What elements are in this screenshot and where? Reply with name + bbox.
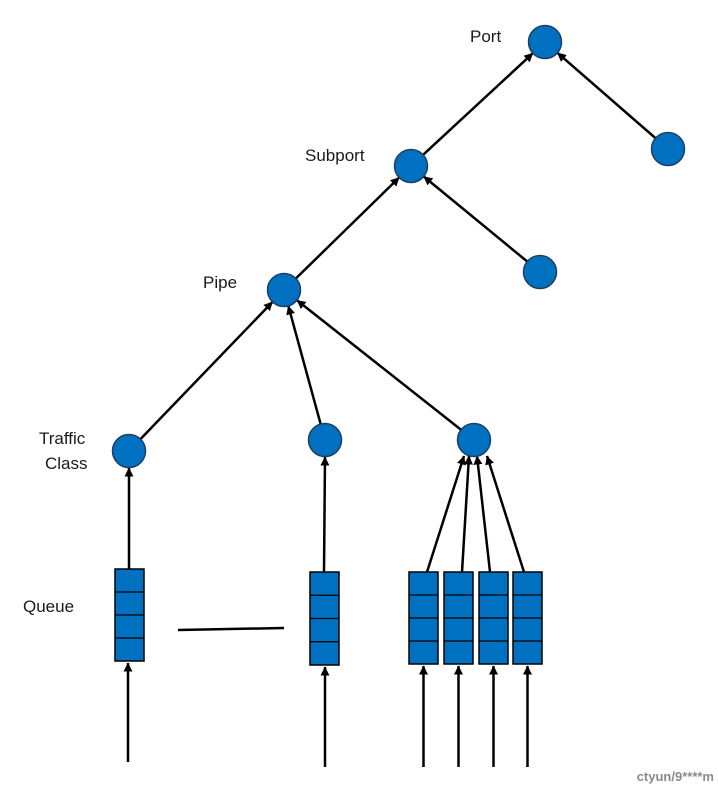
traffic-class-label-line2: Class bbox=[45, 454, 88, 473]
pipe-node-2 bbox=[522, 254, 558, 290]
traffic-class-node-3 bbox=[456, 422, 492, 458]
arrow-subport2-to-port bbox=[556, 51, 657, 140]
queue-block bbox=[408, 571, 439, 665]
queue-block bbox=[309, 571, 340, 666]
pipe-label: Pipe bbox=[203, 273, 237, 292]
traffic-class-label-line1: Traffic bbox=[39, 429, 86, 448]
traffic-class-node-1 bbox=[111, 433, 147, 469]
arrow-tc3-to-pipe bbox=[296, 299, 462, 431]
arrow-tc1-to-pipe bbox=[139, 301, 274, 440]
queue-block bbox=[512, 571, 543, 665]
port-label: Port bbox=[470, 27, 501, 46]
connector-arrows bbox=[123, 51, 657, 767]
queue-continuation-line bbox=[177, 626, 285, 632]
arrow-queue3-to-tc3 bbox=[425, 455, 466, 573]
arrow-pipe2-to-subport bbox=[422, 175, 529, 263]
queue-block bbox=[478, 571, 509, 665]
arrow-subport-to-port bbox=[422, 52, 534, 156]
traffic-class-node-2 bbox=[307, 422, 343, 458]
subport-node-2 bbox=[650, 131, 686, 167]
queue-block bbox=[443, 571, 474, 665]
watermark-text: ctyun/9****m bbox=[636, 769, 714, 784]
queue-label: Queue bbox=[23, 597, 74, 616]
pipe-node bbox=[266, 272, 302, 308]
queue-blocks bbox=[114, 568, 543, 666]
arrow-queue4-to-tc3 bbox=[460, 455, 473, 573]
subport-label: Subport bbox=[305, 146, 365, 165]
arrow-queue2-to-tc2 bbox=[320, 456, 330, 573]
arrow-pipe-to-subport bbox=[294, 176, 401, 280]
arrow-tc2-to-pipe bbox=[286, 305, 322, 425]
port-node bbox=[527, 24, 563, 60]
subport-node bbox=[393, 148, 429, 184]
arrow-queue6-to-tc3 bbox=[485, 455, 526, 573]
arrow-queue5-to-tc3 bbox=[473, 455, 492, 573]
tree-nodes bbox=[111, 24, 686, 469]
queue-block bbox=[114, 568, 145, 662]
